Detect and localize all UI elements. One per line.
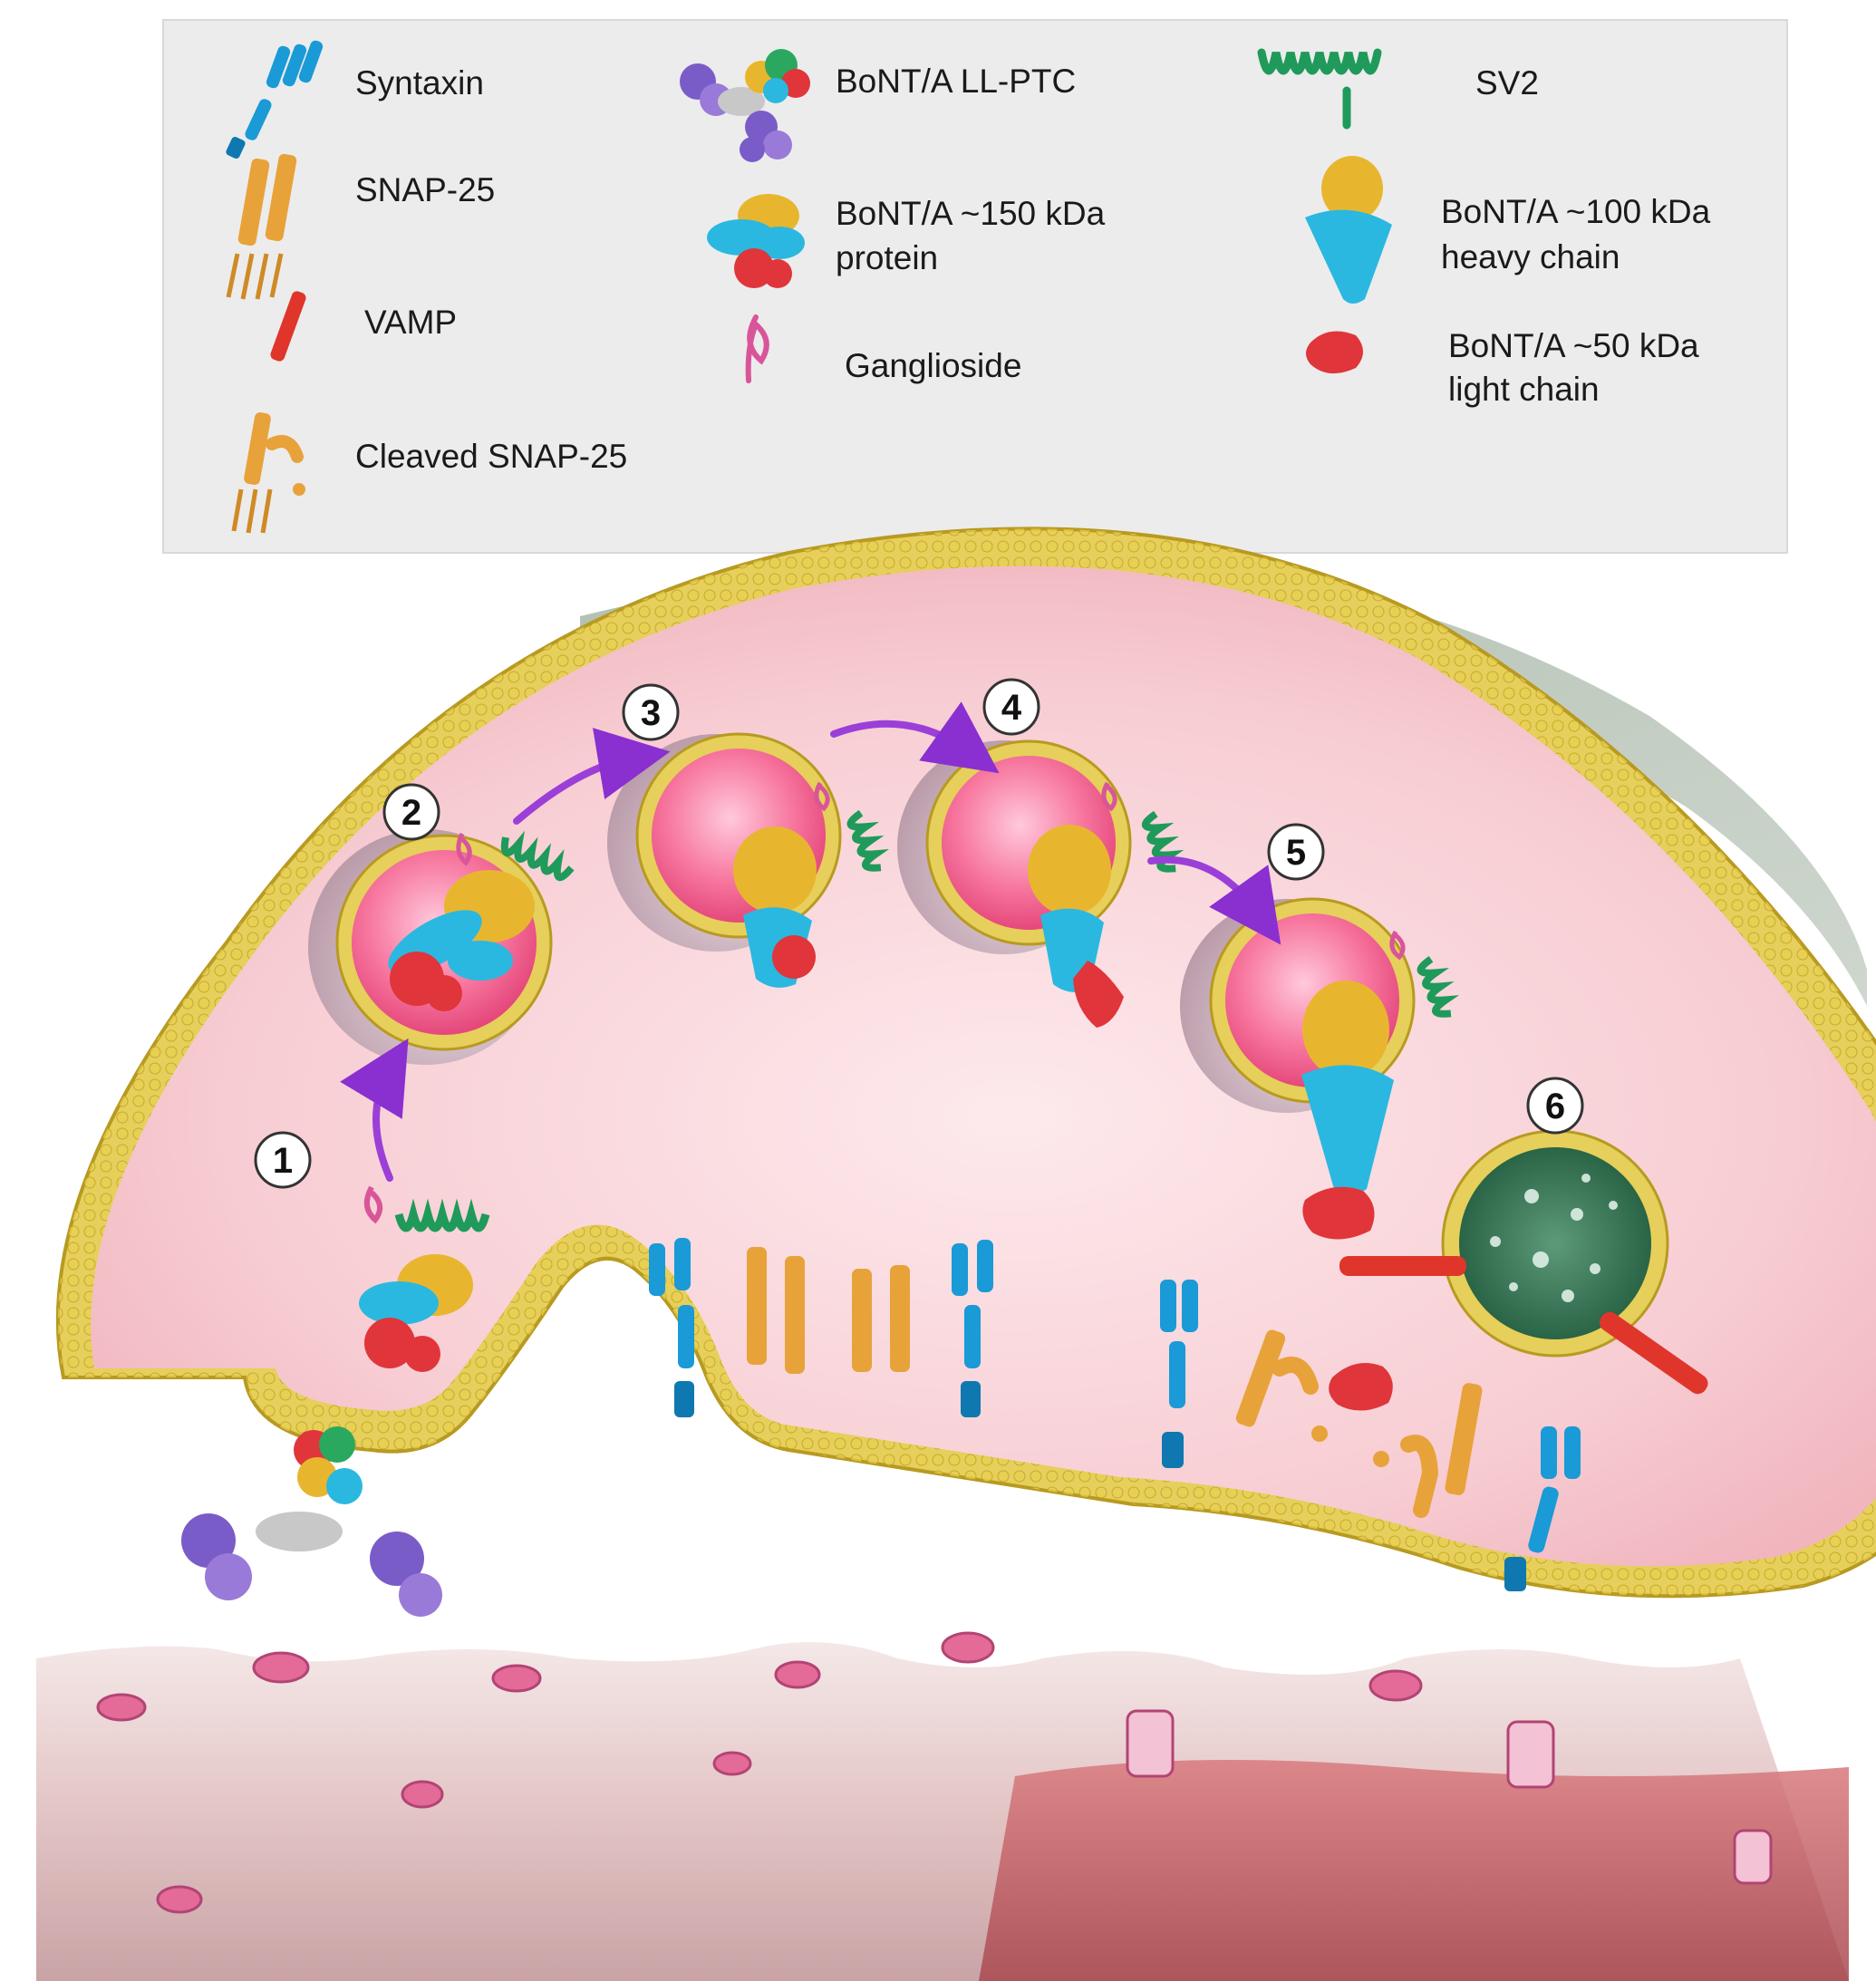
legend-ll-ptc-label: BoNT/A LL-PTC (836, 63, 1076, 100)
axon (580, 557, 1867, 1006)
released-light-chain (1302, 1186, 1375, 1240)
legend-heavy-line1: BoNT/A ~100 kDa (1441, 193, 1711, 230)
svg-text:3: 3 (641, 693, 661, 733)
ll-ptc-icon (680, 49, 810, 162)
svg-text:1: 1 (273, 1141, 293, 1181)
vamp-icon (270, 291, 306, 362)
legend-light-line2: light chain (1448, 371, 1600, 408)
step-badge-2: 2 (382, 783, 440, 841)
step-badge-3: 3 (622, 683, 680, 741)
legend-protein150-line2: protein (836, 239, 938, 276)
legend-sv2-label: SV2 (1475, 64, 1539, 101)
sv2-icon (1257, 48, 1382, 130)
endosome-step5 (1180, 897, 1459, 1195)
syntaxin-icon (226, 40, 324, 159)
acetylcholine-receptors (96, 1631, 1423, 1914)
syntaxin-c (1160, 1280, 1198, 1468)
syntaxin-b (952, 1240, 993, 1417)
endosome-step2 (308, 829, 575, 1065)
legend-syntaxin-label: Syntaxin (355, 64, 484, 101)
step-arrows (340, 701, 1281, 1182)
legend-light-line1: BoNT/A ~50 kDa (1448, 327, 1699, 364)
cleaved-snap25-b (1400, 1383, 1483, 1518)
heavy-chain-icon (1305, 156, 1392, 304)
step-badges: 1 2 3 4 5 6 (254, 678, 1584, 1189)
svg-text:4: 4 (1001, 688, 1022, 728)
entry-receptor-complex (359, 1185, 490, 1372)
legend-heavy-line2: heavy chain (1441, 238, 1620, 275)
snap25-icon (226, 153, 297, 300)
light-chain-near-snare (1329, 1363, 1393, 1411)
snap25-a (747, 1247, 910, 1374)
cleaved-snap25-a (1235, 1329, 1389, 1467)
muscle-fiber (36, 1631, 1849, 1981)
vamp-right (1600, 1311, 1708, 1395)
protein-150kda-icon (707, 194, 805, 288)
legend-background (162, 19, 1788, 554)
arrow-2-to-3 (513, 728, 671, 825)
step-badge-5: 5 (1267, 823, 1325, 881)
legend-panel: Syntaxin SNAP-25 VAMP Cleaved SNAP-25 (162, 19, 1788, 554)
svg-text:2: 2 (401, 793, 421, 833)
arrow-1-to-2 (340, 1038, 409, 1182)
syntaxin-a (649, 1238, 694, 1417)
snare-complexes (649, 1238, 1581, 1591)
legend-vamp-label: VAMP (364, 304, 457, 341)
syntaxin-d (1504, 1426, 1581, 1591)
step-badge-1: 1 (254, 1131, 312, 1189)
step-badge-6: 6 (1526, 1077, 1584, 1135)
toxin-150kda-in-vesicle2 (388, 870, 535, 1011)
ganglioside-icon (745, 314, 769, 383)
legend-cleaved-snap25-label: Cleaved SNAP-25 (355, 438, 627, 475)
endosome-step4 (897, 739, 1185, 1028)
cytoplasm (91, 565, 1876, 1567)
light-chain-icon (1306, 331, 1363, 374)
cleaved-snap25-icon (231, 411, 305, 534)
vamp-left (1339, 1256, 1466, 1276)
svg-text:6: 6 (1545, 1087, 1565, 1126)
nerve-terminal (55, 527, 1876, 1599)
legend-snap25-label: SNAP-25 (355, 171, 495, 208)
free-ll-ptc (181, 1426, 442, 1617)
legend-ganglioside-label: Ganglioside (845, 347, 1021, 384)
step-badge-4: 4 (982, 678, 1040, 736)
arrow-3-to-4 (830, 701, 1000, 774)
legend-protein150-line1: BoNT/A ~150 kDa (836, 195, 1106, 232)
arrow-4-to-5 (1147, 855, 1281, 945)
svg-text:5: 5 (1286, 833, 1306, 873)
synaptic-vesicle-step6 (1339, 1129, 1708, 1395)
